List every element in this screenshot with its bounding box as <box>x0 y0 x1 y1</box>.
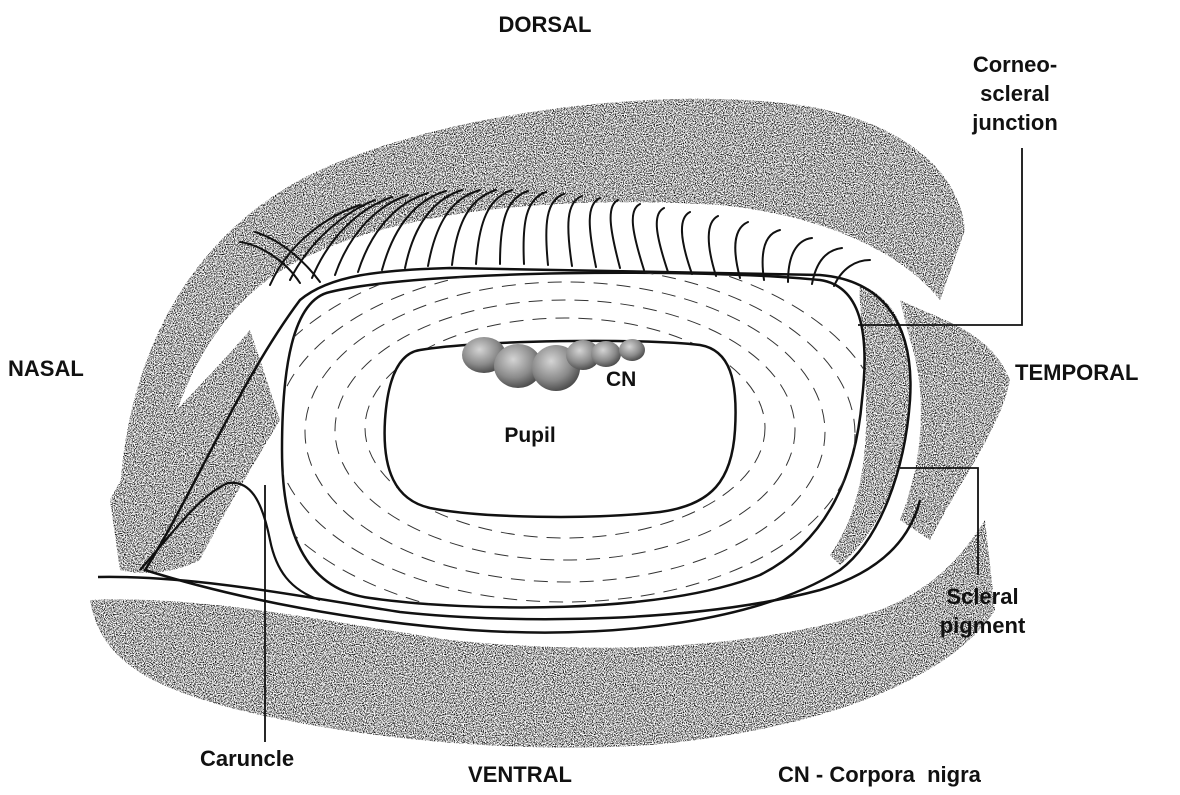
scleral-pigment-label-line1: Scleral <box>925 582 1040 611</box>
caruncle-label: Caruncle <box>200 746 294 772</box>
corpora-nigra-granule <box>619 339 645 361</box>
corneoscleral-label-line3: junction <box>960 108 1070 137</box>
temporal-fur <box>900 300 1010 540</box>
legend-corpora-nigra: CN - Corpora nigra <box>778 762 981 788</box>
orientation-label-dorsal: DORSAL <box>470 12 620 38</box>
pupil-label: Pupil <box>480 423 580 449</box>
orientation-label-nasal: NASAL <box>8 356 84 382</box>
scleral-pigment-label-line2: pigment <box>925 611 1040 640</box>
corpora-nigra-label: CN <box>606 367 636 393</box>
scleral-pigment-label: Scleral pigment <box>925 582 1040 640</box>
orientation-label-ventral: VENTRAL <box>440 762 600 788</box>
corneoscleral-label-line2: scleral <box>960 79 1070 108</box>
orientation-label-temporal: TEMPORAL <box>1015 360 1138 386</box>
corpora-nigra-granule <box>591 341 621 367</box>
corneoscleral-label-line1: Corneo- <box>960 50 1070 79</box>
corneoscleral-junction-label: Corneo- scleral junction <box>960 50 1070 137</box>
